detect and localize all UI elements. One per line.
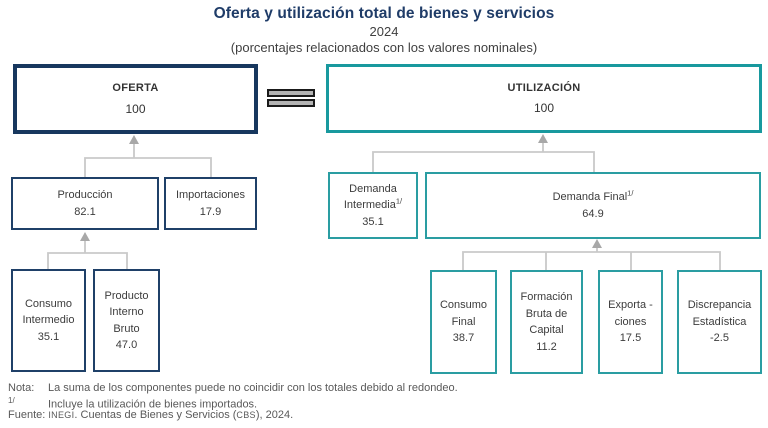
discrepancia-line2: Estadística [692, 315, 747, 328]
source-inegi: INEGI [48, 410, 75, 420]
importaciones-label: Importaciones [175, 189, 246, 201]
formacion-value: 11.2 [536, 340, 557, 353]
footnote-row: 1/Incluye la utilización de bienes impor… [8, 396, 257, 411]
utilizacion-value: 100 [533, 101, 555, 116]
consumo-intermedio-value: 35.1 [37, 330, 60, 343]
exportaciones-box: Exporta - ciones 17.5 [598, 270, 663, 374]
footnote-text: Incluye la utilización de bienes importa… [48, 398, 258, 411]
footnote-mark: 1/ [8, 396, 15, 405]
oferta-value: 100 [125, 101, 146, 116]
demanda-intermedia-line2: Intermedia1/ [344, 197, 402, 214]
utilizacion-label: UTILIZACIÓN [507, 81, 581, 94]
oferta-box: OFERTA 100 [13, 64, 258, 134]
formacion-line2: Bruta de [525, 307, 568, 320]
demanda-final-footnote-mark: 1/ [627, 188, 634, 198]
discrepancia-value: -2.5 [710, 332, 729, 345]
source-end: ), 2024. [255, 409, 294, 421]
demanda-intermedia-footnote-mark: 1/ [395, 196, 403, 206]
consumo-final-box: Consumo Final 38.7 [430, 270, 497, 374]
demanda-final-box: Demanda Final1/ 64.9 [425, 172, 761, 239]
demanda-final-value: 64.9 [582, 207, 604, 220]
pib-line2: Interno [109, 306, 144, 318]
formacion-line1: Formación [520, 291, 573, 303]
demanda-final-label-text: Demanda Final [552, 191, 628, 203]
consumo-final-line1: Consumo [439, 299, 488, 312]
consumo-final-line2: Final [451, 315, 476, 328]
exportaciones-value: 17.5 [619, 332, 642, 345]
exportaciones-line2: ciones [614, 315, 647, 328]
pib-box: Producto Interno Bruto 47.0 [93, 269, 160, 372]
arrow-up-produccion [80, 232, 90, 241]
produccion-box: Producción 82.1 [11, 177, 159, 230]
subtitle-year: 2024 [369, 24, 399, 39]
consumo-final-value: 38.7 [452, 332, 475, 345]
formacion-bruta-box: Formación Bruta de Capital 11.2 [510, 270, 583, 374]
arrow-up-demanda-final [592, 239, 602, 248]
subtitle-units: (porcentajes relacionados con los valore… [230, 40, 538, 55]
arrow-up-oferta [129, 135, 139, 144]
demanda-intermedia-line1: Demanda [349, 182, 397, 195]
source-mid: . Cuentas de Bienes y Servicios ( [74, 409, 237, 421]
source-label: Fuente: [8, 409, 46, 421]
pib-line3: Bruto [113, 322, 140, 335]
arrow-up-utilizacion [538, 134, 548, 143]
equals-bar-bottom [267, 99, 315, 107]
formacion-line3: Capital [529, 324, 564, 336]
equals-icon [267, 89, 317, 107]
importaciones-value: 17.9 [199, 205, 222, 218]
consumo-intermedio-box: Consumo Intermedio 35.1 [11, 269, 86, 372]
discrepancia-box: Discrepancia Estadística -2.5 [677, 270, 762, 374]
pib-line1: Producto [104, 289, 149, 302]
demanda-final-label: Demanda Final1/ [553, 189, 634, 206]
page-title: Oferta y utilización total de bienes y s… [213, 5, 555, 22]
demanda-intermedia-box: Demanda Intermedia1/ 35.1 [328, 172, 418, 239]
produccion-value: 82.1 [74, 205, 96, 218]
demanda-intermedia-value: 35.1 [362, 215, 384, 228]
source-cbs: CBS [236, 410, 256, 420]
note-row: Nota: La suma de los componentes puede no… [8, 382, 458, 394]
source-row: Fuente: INEGI. Cuentas de Bienes y Servi… [8, 409, 293, 421]
exportaciones-line1: Exporta - [608, 299, 653, 312]
consumo-intermedio-line1: Consumo [24, 297, 73, 310]
note-label: Nota: [8, 382, 35, 394]
oferta-label: OFERTA [112, 82, 159, 95]
importaciones-box: Importaciones 17.9 [164, 177, 257, 230]
consumo-intermedio-line2: Intermedio [22, 314, 75, 327]
demanda-intermedia-line2-text: Intermedia [343, 199, 396, 212]
equals-bar-top [267, 89, 315, 97]
produccion-label: Producción [57, 189, 113, 201]
pib-value: 47.0 [115, 339, 138, 351]
discrepancia-line1: Discrepancia [687, 299, 752, 312]
note-text: La suma de los componentes puede no coin… [48, 382, 458, 394]
utilizacion-box: UTILIZACIÓN 100 [326, 64, 762, 133]
